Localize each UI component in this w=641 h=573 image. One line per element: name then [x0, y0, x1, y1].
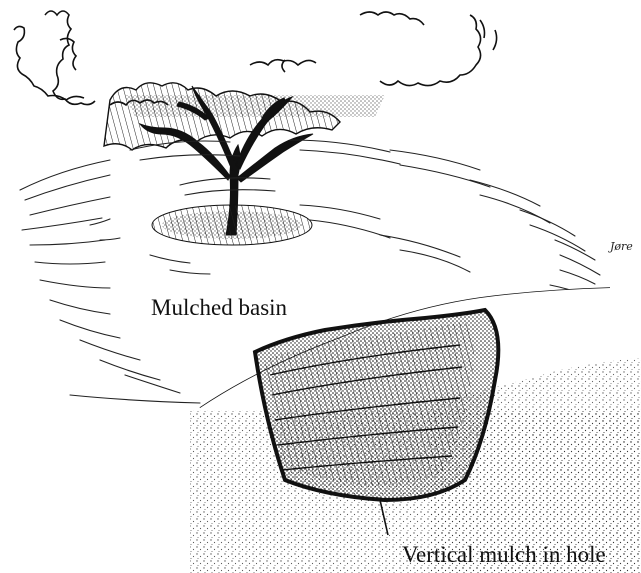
base-mulch [152, 205, 312, 245]
artist-signature: Jøre [610, 240, 633, 253]
label-vertical-mulch: Vertical mulch in hole [402, 543, 606, 566]
tree-canopy [14, 11, 497, 105]
canopy-shade [104, 83, 385, 150]
label-mulched-basin: Mulched basin [151, 296, 287, 319]
